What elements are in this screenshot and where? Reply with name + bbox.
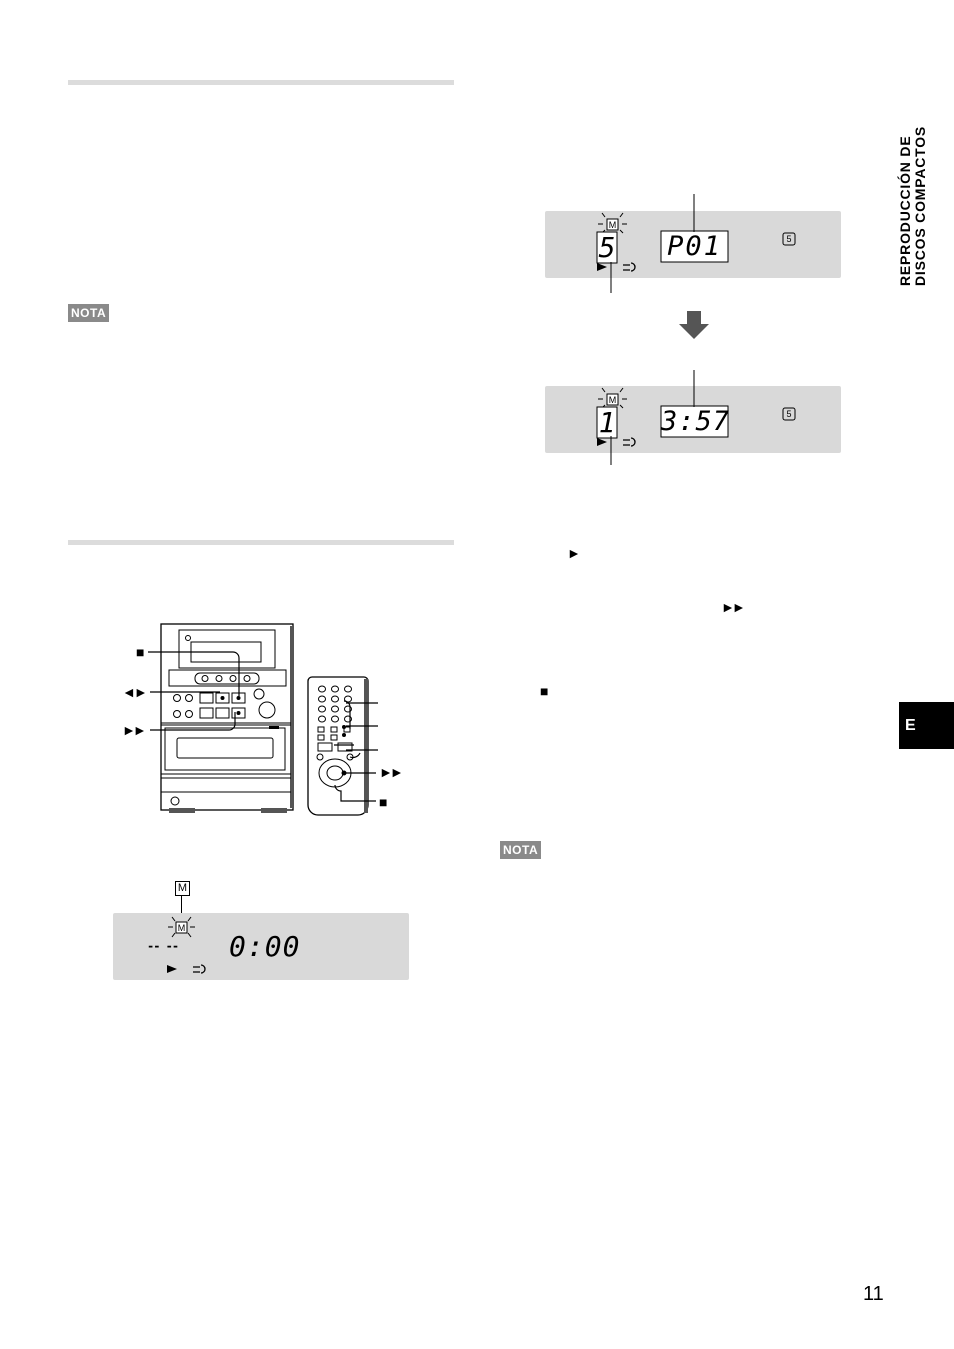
svg-text:M: M (609, 395, 617, 405)
unit-stop-label: ■ (136, 644, 145, 660)
fast-forward-symbol: ►► (721, 599, 746, 615)
remote-stop-label: ■ (379, 794, 388, 810)
display-bottom-graphics: M (167, 916, 206, 974)
display-top-disc: 5 (786, 234, 792, 244)
callout-lines-top (610, 194, 695, 293)
program-m-blink-icon: M (168, 916, 195, 938)
display-panel-bottom: M -- -- 0:00 (113, 913, 409, 980)
repeat-indicator-icon (193, 964, 206, 974)
display-bottom-dashes: -- -- (147, 939, 179, 953)
note-badge-1: NOTA (68, 304, 110, 322)
section-rule-top (68, 80, 454, 85)
language-tab-label: E (905, 716, 916, 734)
m-callout-line (181, 896, 182, 914)
display-panel-top: M 5 P01 5 (545, 211, 841, 278)
display-middle-graphics: M (596, 387, 796, 447)
play-indicator-icon (597, 263, 607, 271)
section-tab-line2: DISCOS COMPACTOS (912, 125, 928, 286)
program-m-blink-icon: M (598, 387, 627, 409)
display-top-main: P01 (667, 231, 722, 262)
unit-rew-fwd-label: ◄► (122, 684, 148, 700)
callout-lines-unit (148, 651, 240, 731)
stop-symbol: ■ (540, 683, 549, 699)
section-tab-line1: REPRODUCCIÓN DE (897, 135, 913, 286)
repeat-indicator-icon (623, 437, 636, 447)
display-panel-middle: M 1 3:57 5 (545, 386, 841, 453)
display-middle-track: 1 (598, 406, 616, 439)
stereo-unit-illustration (160, 623, 294, 813)
repeat-indicator-icon (623, 262, 636, 272)
down-arrow-icon (679, 311, 709, 339)
svg-text:M: M (609, 220, 617, 230)
program-m-icon-label: M (177, 882, 188, 894)
display-top-graphics: M (596, 212, 796, 272)
page-number: 11 (863, 1283, 884, 1305)
callout-lines-middle (610, 370, 695, 465)
display-bottom-main: 0:00 (229, 930, 301, 963)
display-middle-main: 3:57 (661, 406, 731, 437)
unit-ffwd-label: ►► (122, 722, 147, 738)
section-rule-middle (68, 540, 454, 545)
note-badge-2: NOTA (500, 841, 542, 859)
remote-control-illustration (307, 676, 376, 816)
play-indicator-icon (167, 965, 177, 973)
play-symbol: ► (567, 545, 581, 561)
display-top-track: 5 (598, 231, 616, 264)
remote-ffwd-label: ►► (379, 764, 404, 780)
program-m-blink-icon: M (598, 212, 627, 234)
svg-text:M: M (178, 923, 186, 933)
callout-lines-remote (346, 702, 378, 751)
display-middle-disc: 5 (786, 409, 792, 419)
play-indicator-icon (597, 438, 607, 446)
language-tab: E (899, 702, 954, 749)
section-tab: REPRODUCCIÓN DE DISCOS COMPACTOS (897, 86, 928, 286)
program-m-icon: M (175, 881, 190, 896)
